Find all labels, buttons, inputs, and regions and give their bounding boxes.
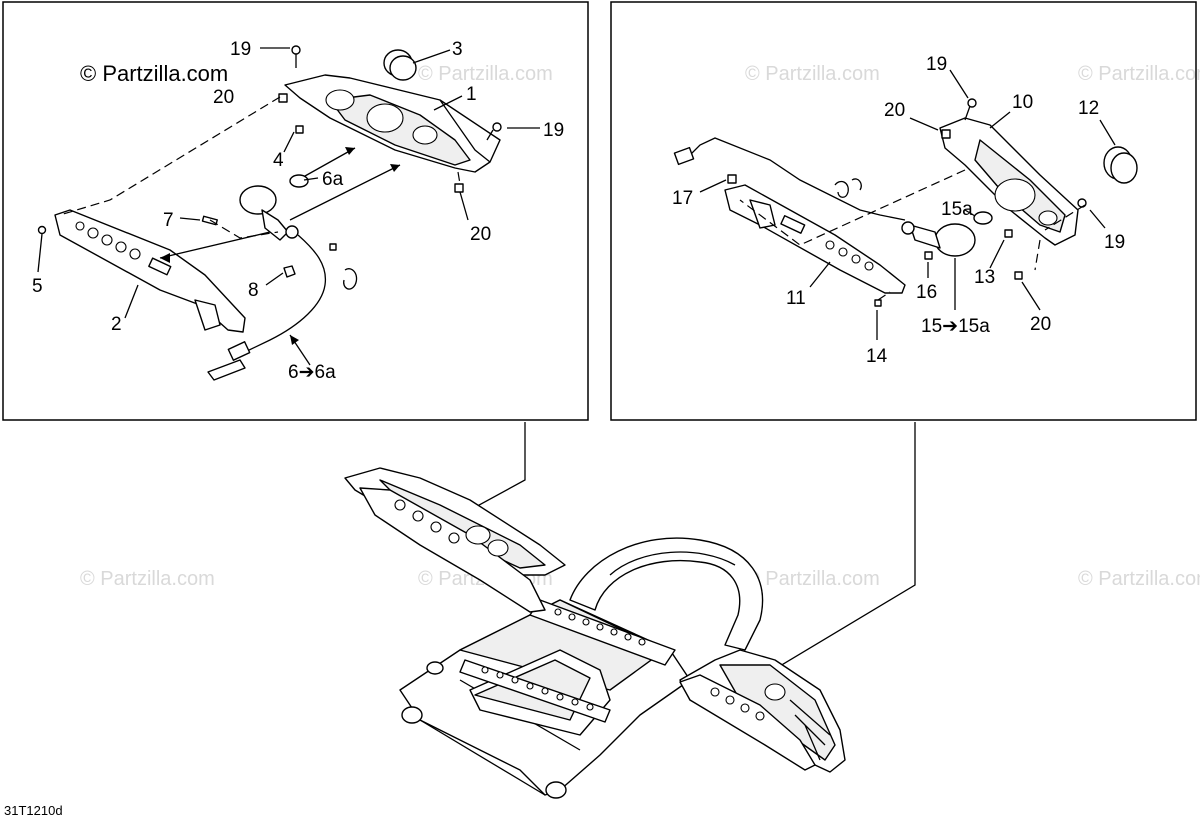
left-connector-line: [469, 422, 526, 511]
watermark-layer: © Partzilla.com © Partzilla.com © Partzi…: [80, 63, 1200, 590]
callout-14: 14: [866, 346, 888, 367]
watermark: © Partzilla.com: [1078, 568, 1200, 590]
callout-20: 20: [470, 224, 491, 245]
callout-5: 5: [32, 276, 43, 297]
right-connector-line: [759, 422, 916, 679]
callout-6-to-6a: 6➔6a: [288, 362, 336, 383]
callout-19: 19: [926, 54, 947, 75]
callout-3: 3: [452, 39, 463, 60]
rear-rack-frame-overview: [344, 467, 846, 799]
callout-20: 20: [213, 87, 234, 108]
callout-13: 13: [974, 267, 995, 288]
callout-8: 8: [248, 280, 259, 301]
callout-4: 4: [273, 150, 284, 171]
callout-7: 7: [163, 210, 174, 231]
callout-6a: 6a: [322, 169, 344, 190]
right-detail-frame: [610, 1, 1197, 421]
right-taillight-assembly: [673, 69, 1138, 340]
watermark: © Partzilla.com: [418, 63, 553, 85]
callout-12: 12: [1078, 98, 1099, 119]
callout-2: 2: [111, 314, 122, 335]
callout-19: 19: [543, 120, 564, 141]
left-taillight-assembly: [37, 45, 540, 381]
callout-17: 17: [672, 188, 693, 209]
callout-15-to-15a: 15➔15a: [921, 316, 990, 337]
watermark: © Partzilla.com: [745, 568, 880, 590]
callout-15a: 15a: [941, 199, 973, 220]
drawing-code: 31T1210d: [4, 803, 63, 818]
callout-20: 20: [1030, 314, 1051, 335]
callout-20: 20: [884, 100, 905, 121]
watermark: © Partzilla.com: [1078, 63, 1200, 85]
callout-1: 1: [466, 84, 477, 105]
callout-10: 10: [1012, 92, 1033, 113]
partzilla-watermark: © Partzilla.com: [80, 61, 228, 86]
watermark: © Partzilla.com: [80, 568, 215, 590]
callout-11: 11: [786, 288, 806, 309]
callout-19: 19: [230, 39, 251, 60]
callout-16: 16: [916, 282, 937, 303]
left-detail-frame: [2, 1, 589, 421]
callout-19: 19: [1104, 232, 1125, 253]
watermark: © Partzilla.com: [745, 63, 880, 85]
